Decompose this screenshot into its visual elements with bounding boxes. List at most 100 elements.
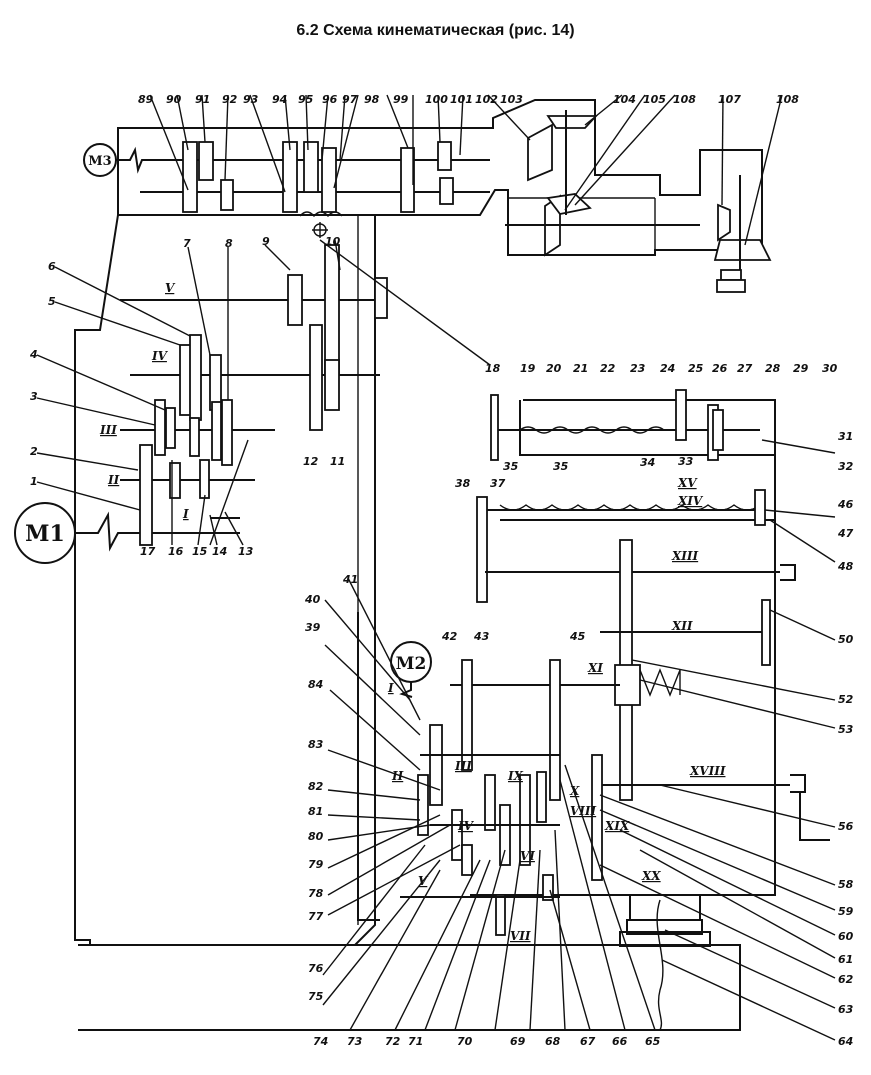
motor-m2: M2 bbox=[390, 641, 432, 698]
callout-47: 47 bbox=[837, 527, 854, 540]
callout-72: 72 bbox=[385, 1035, 401, 1048]
callout-35b: 35 bbox=[553, 460, 569, 473]
callout-1: 1 bbox=[30, 475, 38, 488]
callout-6: 6 bbox=[48, 260, 56, 273]
callout-58: 58 bbox=[838, 878, 854, 891]
callout-60: 60 bbox=[838, 930, 854, 943]
callout-90: 90 bbox=[166, 93, 182, 106]
callout-24: 24 bbox=[660, 362, 675, 375]
callout-106: 108 bbox=[673, 93, 696, 106]
callout-14: 14 bbox=[212, 545, 227, 558]
shaft-VIII: VIII bbox=[570, 804, 597, 818]
callout-29: 29 bbox=[793, 362, 809, 375]
callout-46: 46 bbox=[837, 498, 854, 511]
callout-48: 48 bbox=[837, 560, 854, 573]
callout-71: 71 bbox=[408, 1035, 423, 1048]
callout-66: 66 bbox=[612, 1035, 628, 1048]
shaft-I: I bbox=[182, 507, 189, 521]
shaft-XVIII: XVIII bbox=[689, 764, 726, 778]
callout-23: 23 bbox=[630, 362, 646, 375]
callout-65: 65 bbox=[645, 1035, 661, 1048]
callout-100: 100 bbox=[425, 93, 448, 106]
callout-108: 108 bbox=[776, 93, 799, 106]
callout-52: 52 bbox=[838, 693, 854, 706]
shaft-XII: XII bbox=[671, 619, 693, 633]
machine-frame bbox=[74, 99, 776, 1031]
shaft-X: X bbox=[569, 784, 580, 798]
shaft-III-feed: III bbox=[454, 759, 472, 773]
callout-41: 41 bbox=[342, 573, 358, 586]
shaft-II-feed: II bbox=[391, 769, 404, 783]
shaft-III: III bbox=[99, 423, 117, 437]
callout-20: 20 bbox=[546, 362, 562, 375]
callout-32: 32 bbox=[838, 460, 854, 473]
shaft-labels: I II III IV V I II III IV V VI VII VIII … bbox=[99, 281, 726, 943]
callout-35a: 35 bbox=[503, 460, 519, 473]
shaft-XV: XV bbox=[677, 476, 698, 490]
callout-9: 9 bbox=[262, 235, 270, 248]
callout-18: 18 bbox=[485, 362, 501, 375]
callout-labels: 1 2 3 4 5 6 7 8 9 10 11 12 13 14 15 16 1… bbox=[29, 93, 854, 1048]
callout-28: 28 bbox=[765, 362, 781, 375]
callout-101: 101 bbox=[450, 93, 473, 106]
callout-70: 70 bbox=[457, 1035, 473, 1048]
callout-27: 27 bbox=[737, 362, 753, 375]
callout-56: 56 bbox=[838, 820, 854, 833]
callout-94: 94 bbox=[272, 93, 287, 106]
callout-93: 93 bbox=[243, 93, 259, 106]
callout-104: 104 bbox=[613, 93, 636, 106]
callout-16: 16 bbox=[168, 545, 184, 558]
callout-105: 105 bbox=[643, 93, 666, 106]
callout-78: 78 bbox=[308, 887, 324, 900]
callout-5: 5 bbox=[48, 295, 56, 308]
shaft-XIII: XIII bbox=[671, 549, 699, 563]
callout-3: 3 bbox=[30, 390, 38, 403]
shaft-XIX: XIX bbox=[604, 819, 630, 833]
callout-103: 103 bbox=[500, 93, 523, 106]
callout-10: 10 bbox=[325, 235, 341, 248]
shaft-IX: IX bbox=[507, 769, 524, 783]
page-title: 6.2 Схема кинематическая (рис. 14) bbox=[296, 22, 575, 39]
callout-4: 4 bbox=[29, 348, 38, 361]
callout-73: 73 bbox=[347, 1035, 363, 1048]
callout-92: 92 bbox=[222, 93, 238, 106]
callout-15: 15 bbox=[192, 545, 208, 558]
callout-45: 45 bbox=[569, 630, 586, 643]
callout-37: 37 bbox=[490, 477, 506, 490]
callout-99: 99 bbox=[393, 93, 409, 106]
callout-74: 74 bbox=[313, 1035, 328, 1048]
callout-77: 77 bbox=[308, 910, 324, 923]
motor-m1-label: M1 bbox=[25, 521, 65, 547]
shaft-IV: IV bbox=[151, 349, 169, 363]
motor-m1: M1 bbox=[14, 502, 240, 564]
callout-98: 98 bbox=[364, 93, 380, 106]
callout-84: 84 bbox=[308, 678, 323, 691]
callout-95: 95 bbox=[298, 93, 314, 106]
callout-76: 76 bbox=[308, 962, 324, 975]
callout-69: 69 bbox=[510, 1035, 526, 1048]
callout-11: 11 bbox=[330, 455, 345, 468]
callout-59: 59 bbox=[838, 905, 854, 918]
shaft-XI: XI bbox=[587, 661, 603, 675]
callout-82: 82 bbox=[308, 780, 324, 793]
main-gearbox bbox=[120, 244, 388, 546]
callout-30: 30 bbox=[822, 362, 838, 375]
callout-64: 64 bbox=[838, 1035, 853, 1048]
callout-12: 12 bbox=[303, 455, 319, 468]
callout-83: 83 bbox=[308, 738, 324, 751]
motor-m3-label: M3 bbox=[88, 154, 111, 169]
callout-80: 80 bbox=[308, 830, 324, 843]
callout-53: 53 bbox=[838, 723, 854, 736]
callout-62: 62 bbox=[838, 973, 854, 986]
shaft-I-feed: I bbox=[387, 681, 394, 695]
callout-38: 38 bbox=[455, 477, 471, 490]
callout-13: 13 bbox=[238, 545, 254, 558]
callout-7: 7 bbox=[183, 237, 191, 250]
shaft-II: II bbox=[107, 473, 120, 487]
shaft-XIV: XIV bbox=[677, 494, 704, 508]
callout-21: 21 bbox=[573, 362, 588, 375]
feed-box bbox=[400, 539, 830, 936]
callout-25: 25 bbox=[688, 362, 704, 375]
motor-m2-label: M2 bbox=[396, 654, 427, 674]
